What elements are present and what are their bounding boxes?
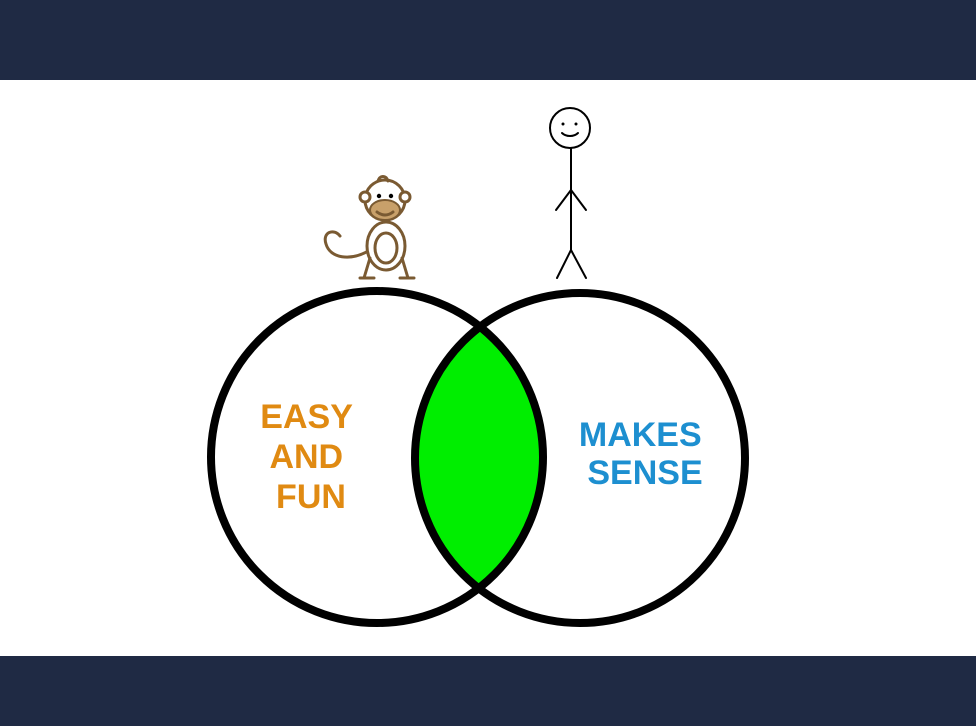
- monkey-icon: [323, 175, 416, 280]
- left-label-line: EASY: [260, 398, 353, 436]
- overlap-region: [415, 293, 543, 623]
- left-circle: [207, 287, 547, 627]
- right-label-line: SENSE: [587, 454, 702, 492]
- left-label-line: FUN: [276, 478, 346, 516]
- right-label-line: MAKES: [579, 416, 702, 454]
- left-circle-label: EASY AND FUN: [260, 398, 361, 516]
- right-circle: [411, 289, 749, 627]
- bottom-letterbox-bar: [0, 656, 976, 726]
- left-label-line: AND: [269, 438, 343, 476]
- right-circle-label: MAKES SENSE: [579, 416, 711, 492]
- stick-figure-icon: [549, 107, 591, 279]
- top-letterbox-bar: [0, 0, 976, 80]
